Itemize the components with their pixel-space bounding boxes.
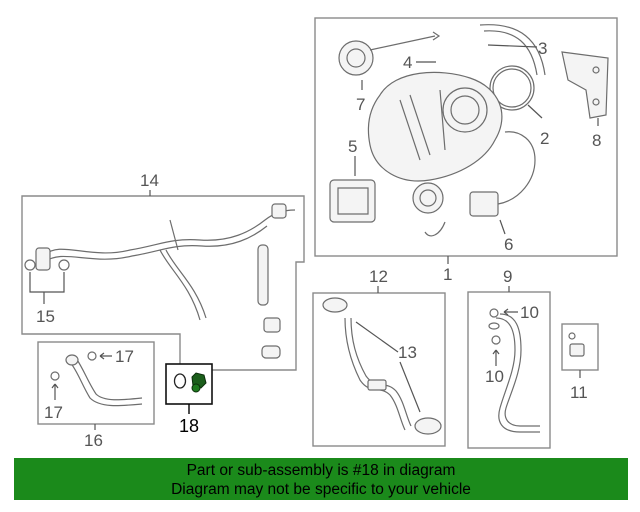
oil-feed-group: 12 13: [312, 267, 446, 447]
callout-13: 13: [398, 343, 417, 362]
callout-4: 4: [403, 53, 412, 72]
callout-5: 5: [348, 137, 357, 156]
callout-17-upper: 17: [115, 347, 134, 366]
callout-11: 11: [570, 383, 588, 402]
callout-6: 6: [504, 235, 513, 254]
callout-2: 2: [540, 129, 549, 148]
callout-8: 8: [592, 131, 601, 150]
callout-15: 15: [36, 307, 55, 326]
callout-1: 1: [443, 265, 452, 284]
callout-12: 12: [369, 267, 388, 286]
callout-16: 16: [84, 431, 103, 450]
info-banner: Part or sub-assembly is #18 in diagram D…: [14, 458, 628, 500]
banner-line-1: Part or sub-assembly is #18 in diagram: [186, 462, 456, 479]
callout-14: 14: [140, 171, 159, 190]
return-pipe-group: 9 10 10: [467, 267, 551, 449]
highlighted-part-18: 18: [165, 363, 213, 436]
callout-9: 9: [503, 267, 512, 286]
callout-10-lower: 10: [485, 367, 504, 386]
coolant-pipe-group: 14 15: [21, 171, 305, 371]
callout-3: 3: [538, 39, 547, 58]
callout-10-upper: 10: [520, 303, 539, 322]
coolant-pipe-box: [21, 195, 305, 371]
callout-18: 18: [179, 416, 199, 436]
fitting-group: 11: [561, 323, 599, 402]
turbocharger-group: 1 2 3 4 5 6 7 8: [314, 17, 618, 284]
callout-17-lower: 17: [44, 403, 63, 422]
oil-pipe-group: 17 17 16: [37, 341, 155, 450]
banner-line-2: Diagram may not be specific to your vehi…: [171, 481, 471, 498]
callout-7: 7: [356, 95, 365, 114]
